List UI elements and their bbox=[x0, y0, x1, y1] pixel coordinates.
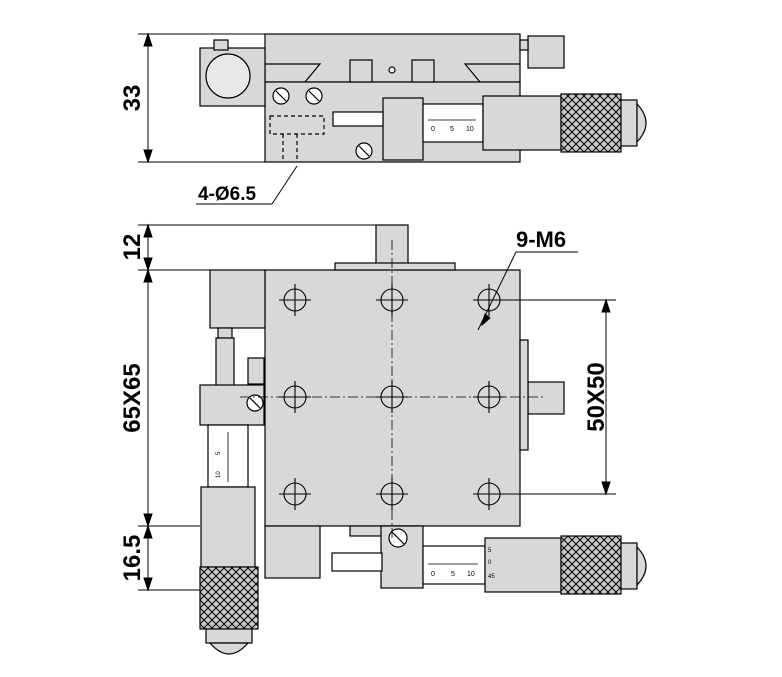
plan-view-bottom-micrometer-sleeve bbox=[422, 545, 486, 585]
side-scale-label-5: 5 bbox=[450, 126, 454, 133]
side-view-upper-body bbox=[264, 33, 521, 83]
side-height-label: 33 bbox=[119, 85, 146, 112]
thimble-label-0: 0 bbox=[488, 560, 492, 566]
plan-view-right-knob bbox=[527, 381, 565, 415]
thimble-label-5: 5 bbox=[488, 548, 492, 554]
plan-view-bottom-micrometer-thimble bbox=[484, 537, 562, 593]
hole-7 bbox=[279, 478, 311, 510]
hole-callout-label: 4-Ø6.5 bbox=[198, 184, 257, 205]
plan-view-vertical-micrometer-mount bbox=[215, 337, 235, 387]
plan-view-vertical-micrometer-thimble bbox=[200, 486, 256, 568]
side-view bbox=[199, 33, 647, 163]
side-view-micrometer-knurl bbox=[560, 93, 622, 153]
thimble-label-45: 45 bbox=[488, 574, 495, 580]
side-scale-label-10: 10 bbox=[466, 126, 474, 133]
side-view-micrometer-sleeve bbox=[422, 103, 484, 143]
plan-view-bottom-micrometer-knurl bbox=[560, 535, 622, 595]
plan-view bbox=[199, 224, 647, 655]
hole-1 bbox=[279, 284, 311, 316]
vertical-scale-label-10: 10 bbox=[216, 471, 222, 478]
side-scale-label-0: 0 bbox=[431, 126, 435, 133]
hole-callout-leader bbox=[196, 165, 298, 205]
bottom-offset-label: 16.5 bbox=[119, 535, 146, 582]
side-height-dimension bbox=[138, 32, 265, 164]
plan-view-left-clamp bbox=[209, 269, 266, 329]
bottom-scale-label-0: 0 bbox=[431, 571, 435, 578]
top-offset-label: 12 bbox=[119, 234, 146, 261]
thread-callout-label: 9-M6 bbox=[516, 227, 566, 252]
plan-view-vertical-micrometer-knurl bbox=[199, 566, 259, 630]
table-size-label: 65X65 bbox=[119, 363, 146, 432]
center-lines bbox=[240, 240, 545, 540]
hole-pattern-label: 50X50 bbox=[583, 362, 610, 431]
side-view-micrometer-holder bbox=[382, 97, 424, 161]
plan-view-bottom-block bbox=[264, 525, 321, 579]
bottom-scale-label-5: 5 bbox=[451, 571, 455, 578]
bottom-scale-label-10: 10 bbox=[467, 571, 475, 578]
plan-dimension-lines bbox=[138, 223, 616, 592]
side-view-micrometer-thimble bbox=[482, 95, 562, 151]
side-view-lock-knob bbox=[527, 35, 565, 69]
side-view-clamp-knob bbox=[205, 53, 251, 99]
vertical-scale-label-5: 5 bbox=[216, 451, 222, 455]
